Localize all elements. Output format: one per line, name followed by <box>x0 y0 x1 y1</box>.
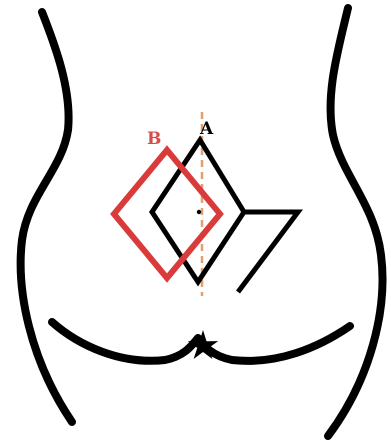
label-b: B <box>147 129 161 149</box>
left-flank-outline <box>21 12 72 422</box>
square-b <box>114 150 220 278</box>
right-flank-outline <box>328 8 382 436</box>
square-a-extension <box>238 212 298 292</box>
label-a: A <box>199 119 214 139</box>
center-dot <box>197 210 201 214</box>
